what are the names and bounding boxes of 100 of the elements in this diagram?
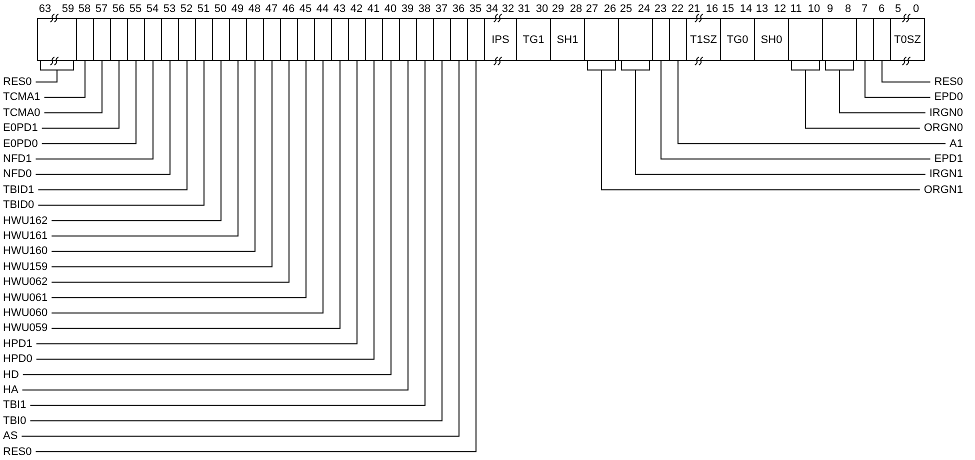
bit-number: 36 — [452, 3, 465, 15]
field-label: EPD1 — [934, 153, 963, 165]
register-field — [76, 18, 94, 61]
bit-number: 10 — [808, 3, 820, 15]
field-name: SH1 — [556, 34, 578, 46]
leader-line — [44, 60, 86, 98]
bit-number: 11 — [790, 3, 802, 15]
bit-number: 7 — [861, 3, 868, 15]
register-field — [195, 18, 213, 61]
bit-number: 27 — [586, 3, 598, 15]
register-field — [618, 18, 653, 61]
field-label: AS — [3, 430, 18, 442]
field-label: HWU162 — [3, 214, 48, 227]
bit-number: 29 — [552, 3, 564, 15]
field-label: TCMA1 — [3, 91, 40, 104]
field-label: A1 — [950, 138, 963, 150]
register-field — [178, 18, 196, 61]
register-field — [110, 18, 128, 61]
register-field — [263, 18, 281, 61]
leader-line — [791, 60, 920, 129]
field-label: RES0 — [934, 76, 963, 88]
leader-line — [621, 60, 926, 175]
bit-number: 47 — [265, 3, 278, 15]
register-field — [229, 18, 247, 61]
bit-number: 15 — [722, 3, 734, 15]
register-field — [873, 18, 891, 61]
bit-number: 14 — [740, 3, 752, 15]
field-label: HA — [3, 384, 18, 396]
field-label: RES0 — [3, 76, 32, 88]
bit-number: 52 — [180, 3, 193, 15]
leader-line — [41, 60, 136, 144]
leader-line — [587, 60, 920, 190]
bit-number: 56 — [112, 3, 125, 15]
field-label: RES0 — [3, 446, 32, 458]
register-field — [550, 18, 585, 61]
field-label: TBID1 — [3, 184, 34, 196]
register-field — [382, 18, 400, 61]
bit-number: 23 — [654, 3, 667, 15]
field-label: HWU061 — [3, 292, 48, 304]
leader-line — [864, 60, 931, 98]
register-field — [416, 18, 434, 61]
field-label: TBID0 — [3, 199, 34, 212]
register-field — [450, 18, 468, 61]
leader-line — [660, 60, 931, 160]
leader-line — [825, 60, 926, 114]
bit-number: 32 — [502, 3, 514, 15]
bit-number: 30 — [536, 3, 548, 15]
register-field — [433, 18, 451, 61]
leader-line — [678, 60, 946, 144]
leader-line — [35, 60, 170, 175]
register-field — [93, 18, 111, 61]
bit-number: 9 — [826, 3, 834, 15]
bit-number: 51 — [197, 3, 210, 15]
register-field — [720, 18, 755, 61]
field-label: NFD0 — [3, 168, 32, 180]
field-label: ORGN0 — [924, 122, 963, 134]
field-label: HWU062 — [3, 276, 48, 288]
field-name: IPS — [492, 34, 510, 46]
bit-number: 8 — [844, 3, 852, 15]
bit-number: 45 — [299, 3, 312, 15]
field-label: ORGN1 — [924, 184, 963, 196]
register-field — [890, 18, 925, 61]
bit-number: 42 — [350, 3, 363, 15]
bit-number: 39 — [401, 3, 414, 15]
register-field — [246, 18, 264, 61]
register-field — [686, 18, 721, 61]
register-field — [399, 18, 417, 61]
bit-number: 25 — [620, 3, 632, 15]
bit-number: 54 — [146, 3, 159, 15]
leader-line — [882, 60, 931, 82]
register-field — [212, 18, 230, 61]
leader-line — [51, 60, 222, 222]
leader-line — [35, 60, 74, 82]
bit-number: 12 — [774, 3, 786, 15]
leader-line — [51, 60, 238, 236]
register-field — [127, 18, 145, 61]
bit-number: 22 — [671, 3, 684, 15]
leader-line — [38, 60, 188, 190]
bit-number: 0 — [912, 3, 920, 15]
bit-number: 55 — [129, 3, 142, 15]
register-field — [37, 18, 77, 61]
bit-number: 34 — [486, 3, 498, 15]
bit-number: 13 — [756, 3, 768, 15]
register-field — [314, 18, 332, 61]
bit-number: 38 — [418, 3, 431, 15]
field-name: SH0 — [760, 34, 782, 46]
leader-line — [41, 60, 120, 129]
register-field — [788, 18, 823, 61]
field-name: T1SZ — [690, 34, 717, 46]
field-name: T0SZ — [894, 34, 921, 46]
register-field — [754, 18, 789, 61]
field-label: E0PD0 — [3, 138, 38, 150]
field-label: HWU059 — [3, 322, 48, 334]
register-field — [484, 18, 517, 61]
register-field — [516, 18, 551, 61]
register-field — [331, 18, 349, 61]
bit-number: 16 — [706, 3, 718, 15]
field-label: TBI1 — [3, 399, 26, 412]
register-field — [467, 18, 485, 61]
bit-number: 40 — [384, 3, 397, 15]
